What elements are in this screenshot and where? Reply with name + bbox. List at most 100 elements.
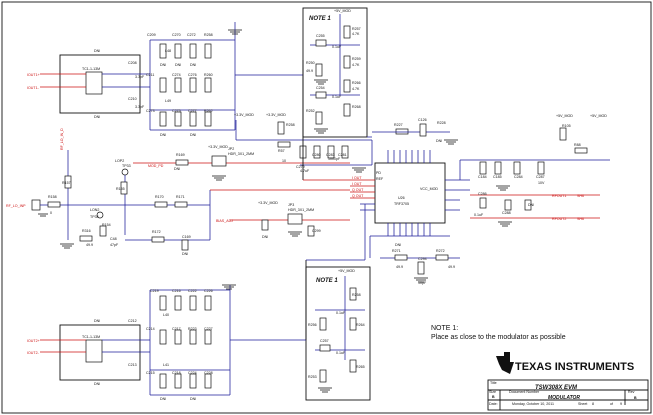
svg-text:C185: C185 xyxy=(493,175,502,179)
svg-text:C277: C277 xyxy=(188,109,197,113)
svg-text:DNI: DNI xyxy=(436,139,442,143)
net-mod-pd: MOD_PD xyxy=(148,164,164,168)
svg-text:R258: R258 xyxy=(204,33,213,37)
svg-text:LON2: LON2 xyxy=(90,208,99,212)
svg-text:4.7K: 4.7K xyxy=(352,87,360,91)
note1-top-title: NOTE 1 xyxy=(309,16,331,22)
svg-text:R171: R171 xyxy=(176,195,185,199)
svg-text:C287: C287 xyxy=(536,175,545,179)
svg-text:C283: C283 xyxy=(326,153,335,157)
note1-bottom-region: NOTE 1 xyxy=(305,266,371,401)
svg-text:DNI: DNI xyxy=(182,252,188,256)
modulator-name: TRF3705 xyxy=(394,202,409,206)
svg-text:10: 10 xyxy=(282,159,286,163)
svg-text:R57: R57 xyxy=(278,149,285,153)
svg-text:R223: R223 xyxy=(188,327,197,331)
svg-text:C217: C217 xyxy=(172,327,181,331)
svg-text:+5V_MOD: +5V_MOD xyxy=(556,114,573,118)
svg-text:0: 0 xyxy=(50,211,52,215)
lower-center-network: R271 49.9 C294 10pF R272 49.9 DNI xyxy=(380,243,460,285)
title-block: Title TSW308X EVM Size B Document Number… xyxy=(487,379,649,411)
svg-text:R88: R88 xyxy=(574,143,581,147)
svg-text:C218: C218 xyxy=(172,371,181,375)
svg-text:C280: C280 xyxy=(312,153,321,157)
svg-text:DNI: DNI xyxy=(395,243,401,247)
svg-text:C210: C210 xyxy=(128,97,137,101)
svg-text:49.9: 49.9 xyxy=(306,69,313,73)
svg-text:C126: C126 xyxy=(418,118,427,122)
net-iout2-n: IOUT2- xyxy=(27,351,40,355)
svg-text:R257: R257 xyxy=(352,27,361,31)
svg-text:R250: R250 xyxy=(306,61,315,65)
svg-text:C284: C284 xyxy=(514,175,523,179)
svg-text:RF_LO_IN_D: RF_LO_IN_D xyxy=(60,128,64,150)
svg-text:DNI: DNI xyxy=(160,133,166,137)
svg-text:R169: R169 xyxy=(176,153,185,157)
svg-text:R259: R259 xyxy=(352,57,361,61)
svg-text:JP2: JP2 xyxy=(228,147,234,151)
title-value: TSW308X EVM xyxy=(535,385,578,391)
sma-connector xyxy=(31,199,41,211)
modulator-ic: U26 TRF3705 I OUT I OUT Q OUT Q OUT PD R… xyxy=(350,150,470,258)
svg-text:+3.3V_MOD: +3.3V_MOD xyxy=(234,113,254,117)
bottom-note1-network: +5V_MOD R258 R256 R264 C257 R265 R253 0.… xyxy=(308,269,365,393)
svg-text:0.1uF: 0.1uF xyxy=(332,45,342,49)
placement-note: NOTE 1: Place as close to the modulator … xyxy=(431,325,566,341)
svg-text:L41: L41 xyxy=(163,363,169,367)
net-bias-adj: BIAS_ADJ xyxy=(216,219,233,223)
svg-text:+3.3V_MOD: +3.3V_MOD xyxy=(258,201,278,205)
net-rfout1: RFOUT1 xyxy=(552,194,566,198)
svg-text:3.3pF: 3.3pF xyxy=(135,75,145,79)
svg-text:SH6: SH6 xyxy=(577,217,584,221)
transformer-top-frame xyxy=(59,54,141,114)
svg-text:R158: R158 xyxy=(48,195,57,199)
jumper1 xyxy=(211,155,227,167)
svg-text:PD: PD xyxy=(376,171,381,175)
transformer-top-label: TC1-1-13M xyxy=(82,67,100,71)
svg-text:C294: C294 xyxy=(418,257,427,261)
date-value: Monday, October 10, 2011 xyxy=(512,402,554,406)
output-section: +5V_MOD +5V_MOD R105 R88 C184 C185 C284 … xyxy=(459,114,610,227)
modulator-ref: U26 xyxy=(398,196,405,200)
svg-text:C215: C215 xyxy=(146,371,155,375)
transformer-bottom-label: TC1-1-13M xyxy=(82,335,100,339)
svg-text:C254: C254 xyxy=(316,86,325,90)
svg-text:R105: R105 xyxy=(562,124,571,128)
svg-text:0.1uF: 0.1uF xyxy=(336,311,346,315)
svg-text:VCC_MOD: VCC_MOD xyxy=(420,187,438,191)
svg-text:DNI: DNI xyxy=(190,63,196,67)
svg-text:Q OUT: Q OUT xyxy=(352,188,364,192)
of-label: of xyxy=(610,402,613,406)
svg-text:C288: C288 xyxy=(502,211,511,215)
size-label: Size xyxy=(489,390,496,394)
svg-text:DNI: DNI xyxy=(94,49,100,53)
svg-text:C214: C214 xyxy=(146,327,155,331)
svg-text:L49: L49 xyxy=(165,99,171,103)
date-label: Date: xyxy=(489,402,498,406)
svg-text:C228: C228 xyxy=(204,371,213,375)
svg-text:R252: R252 xyxy=(306,109,315,113)
svg-text:4.7K: 4.7K xyxy=(352,63,360,67)
svg-text:0.1uF: 0.1uF xyxy=(336,351,346,355)
svg-text:C273: C273 xyxy=(146,109,155,113)
transformer-bottom xyxy=(85,339,103,363)
svg-text:+5V_MOD: +5V_MOD xyxy=(334,9,351,13)
svg-text:R316: R316 xyxy=(82,229,91,233)
transformer-top xyxy=(85,71,103,95)
svg-text:C169: C169 xyxy=(182,235,191,239)
svg-text:DNI: DNI xyxy=(174,167,180,171)
svg-text:R155: R155 xyxy=(116,187,125,191)
svg-text:C279: C279 xyxy=(296,165,305,169)
svg-text:C270: C270 xyxy=(172,33,181,37)
svg-text:1000pF: 1000pF xyxy=(328,157,341,161)
svg-text:C211: C211 xyxy=(146,73,154,77)
jumper1-label: HDR_3X1_2MM xyxy=(228,152,254,156)
rev-value: B xyxy=(634,396,637,400)
testpoint-label: TP33 xyxy=(122,164,131,168)
svg-text:Q OUT: Q OUT xyxy=(352,194,364,198)
svg-text:DNI: DNI xyxy=(262,235,268,239)
svg-text:C276: C276 xyxy=(188,73,197,77)
net-iout1-n: IOUT1- xyxy=(27,86,40,90)
